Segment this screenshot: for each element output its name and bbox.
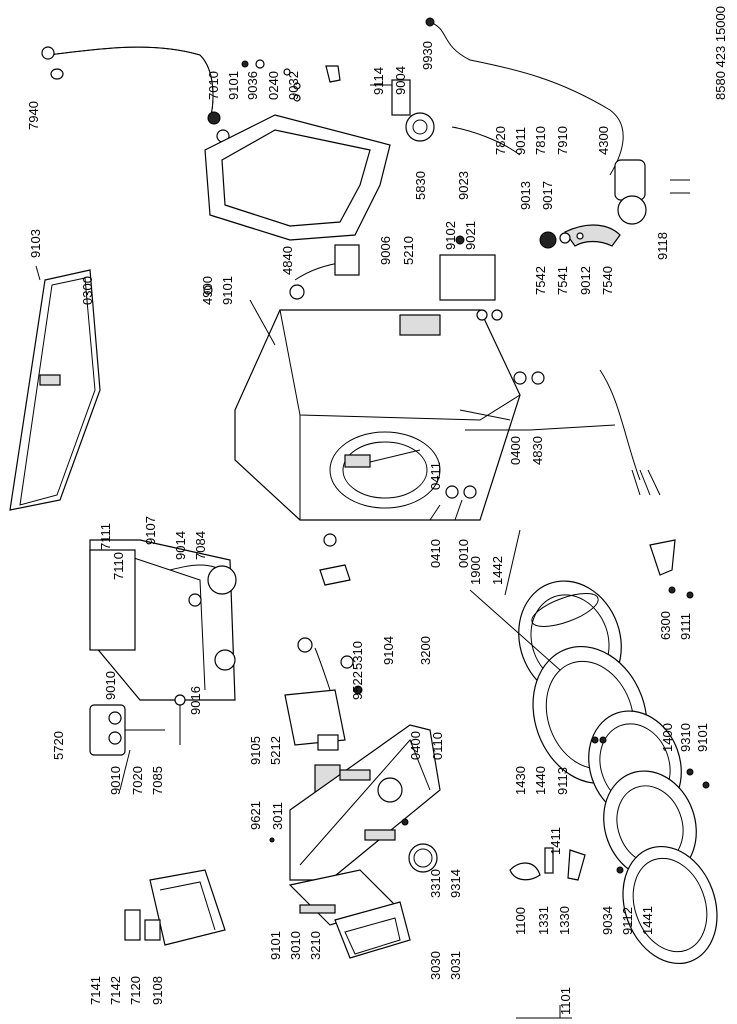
part-number-label: 9107 <box>143 516 158 545</box>
part-number-label: 4900 <box>200 276 215 305</box>
part-number-label: 1441 <box>640 906 655 935</box>
part-number-label: 5720 <box>51 731 66 760</box>
part-number-label: 1430 <box>513 766 528 795</box>
part-number-label: 9011 <box>513 127 528 155</box>
part-number-label: 4840 <box>280 246 295 275</box>
part-number-label: 9102 <box>443 221 458 250</box>
part-number-label: 9012 <box>578 266 593 295</box>
part-number-label: 7541 <box>555 266 570 295</box>
part-number-label: 3030 <box>428 951 443 980</box>
part-number-label: 9034 <box>600 906 615 935</box>
part-number-label: 9017 <box>540 181 555 210</box>
part-number-label: 5210 <box>401 236 416 265</box>
part-number-label: 7110 <box>111 552 126 580</box>
part-number-label: 3200 <box>418 636 433 665</box>
part-number-label: 9101 <box>226 71 241 100</box>
part-number-label: 1411 <box>548 827 563 855</box>
part-number-label: 7810 <box>533 126 548 155</box>
part-number-label: 1400 <box>660 723 675 752</box>
part-number-label: 5310 <box>350 641 365 670</box>
part-number-label: 4300 <box>596 126 611 155</box>
part-number-label: 9032 <box>286 71 301 100</box>
document-code: 8580 423 15000 <box>713 6 728 100</box>
part-number-label: 0411 <box>428 462 443 490</box>
part-number-label: 7141 <box>88 976 103 1005</box>
part-number-label: 9105 <box>248 736 263 765</box>
part-number-label: 7010 <box>206 71 221 100</box>
part-number-label: 9118 <box>655 232 670 260</box>
part-number-label: 9103 <box>28 229 43 258</box>
part-number-label: 7111 <box>98 523 113 550</box>
part-number-label: 3011 <box>270 802 285 830</box>
part-number-label: 7142 <box>108 976 123 1005</box>
part-number-label: 9036 <box>245 71 260 100</box>
part-number-label: 7020 <box>130 766 145 795</box>
part-number-label: 7540 <box>600 266 615 295</box>
part-number-label: 9314 <box>448 869 463 898</box>
part-number-label: 1101 <box>558 987 573 1015</box>
part-number-label: 3031 <box>448 951 463 980</box>
part-number-label: 9621 <box>248 801 263 830</box>
part-number-label: 1330 <box>557 906 572 935</box>
part-number-label: 9108 <box>150 976 165 1005</box>
part-number-label: 9101 <box>695 723 710 752</box>
part-number-label: 0010 <box>456 539 471 568</box>
part-number-label: 7820 <box>493 126 508 155</box>
part-number-label: 6300 <box>658 611 673 640</box>
part-number-label: 9014 <box>173 531 188 560</box>
part-number-label: 9111 <box>678 613 693 640</box>
part-number-label: 1900 <box>468 556 483 585</box>
part-number-label: 9101 <box>268 931 283 960</box>
part-number-label: 1442 <box>490 556 505 585</box>
part-number-label: 3210 <box>308 931 323 960</box>
part-number-label: 5212 <box>268 736 283 765</box>
part-number-label: 0110 <box>430 732 445 760</box>
part-number-label: 7085 <box>150 766 165 795</box>
part-number-label: 0300 <box>80 276 95 305</box>
part-number-label: 9522 <box>350 671 365 700</box>
part-number-label: 3010 <box>288 931 303 960</box>
part-number-label: 9930 <box>420 41 435 70</box>
part-number-label: 7120 <box>128 976 143 1005</box>
part-number-label: 1440 <box>533 766 548 795</box>
part-number-label: 0400 <box>508 436 523 465</box>
part-number-label: 9013 <box>518 181 533 210</box>
part-number-label: 9101 <box>220 276 235 305</box>
part-number-label: 9010 <box>103 671 118 700</box>
part-number-label: 5830 <box>413 171 428 200</box>
part-number-label: 9021 <box>463 221 478 250</box>
part-number-label: 7910 <box>555 126 570 155</box>
part-number-label: 9016 <box>188 686 203 715</box>
part-number-label: 9114 <box>371 67 386 95</box>
part-number-label: 1100 <box>513 907 528 935</box>
part-number-label: 3310 <box>428 869 443 898</box>
part-number-label: 9104 <box>381 636 396 665</box>
part-number-label: 7940 <box>26 101 41 130</box>
part-number-label: 9006 <box>378 236 393 265</box>
part-number-label: 9112 <box>620 907 635 935</box>
part-number-label: 9004 <box>393 66 408 95</box>
part-number-label: 9113 <box>555 767 570 795</box>
part-number-label: 0400 <box>408 731 423 760</box>
part-number-label: 9010 <box>108 766 123 795</box>
part-drawings <box>9 17 718 1019</box>
part-number-labels: 7010 9101 9036 0240 9032 7940 9114 9004 9930 7820… <box>26 41 710 1015</box>
part-number-label: 0410 <box>428 539 443 568</box>
part-number-label: 0240 <box>266 71 281 100</box>
part-number-label: 4830 <box>530 436 545 465</box>
part-number-label: 1331 <box>536 906 551 935</box>
part-number-label: 7084 <box>193 531 208 560</box>
part-number-label: 9310 <box>678 723 693 752</box>
part-number-label: 7542 <box>533 266 548 295</box>
part-number-label: 9023 <box>456 171 471 200</box>
